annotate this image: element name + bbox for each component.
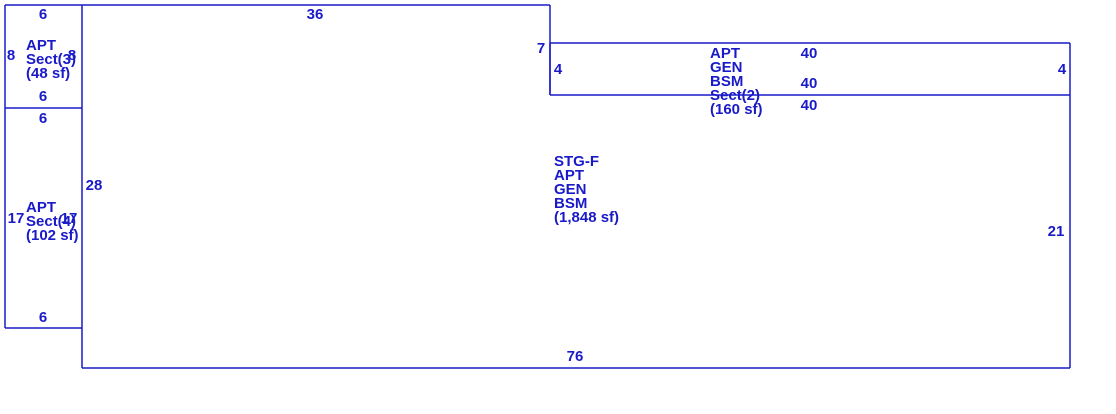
area-label-line: STG-F	[554, 153, 599, 170]
dim-sec3-left: 8	[7, 47, 15, 64]
dim-sec2-right: 4	[1058, 61, 1067, 78]
area-label-main: STG-F APT GEN BSM (1,848 sf)	[554, 153, 619, 226]
dim-sec3-bottom: 6	[39, 88, 47, 105]
dim-sec4-bottom: 6	[39, 309, 47, 326]
area-label-line: (48 sf)	[26, 65, 70, 82]
dim-sec3-top: 6	[39, 6, 47, 23]
area-label-line: GEN	[710, 59, 743, 76]
area-label-line: (102 sf)	[26, 227, 79, 244]
area-label-line: APT	[710, 45, 740, 62]
area-label-line: BSM	[710, 73, 743, 90]
dim-main-right: 21	[1048, 223, 1065, 240]
dim-sec2-left: 4	[554, 61, 563, 78]
area-label-line: (1,848 sf)	[554, 209, 619, 226]
dim-main-top: 36	[307, 6, 324, 23]
area-label-line: Sect(4)	[26, 213, 76, 230]
dim-sec2-mid: 40	[801, 75, 818, 92]
dim-main-step: 7	[537, 40, 545, 57]
dim-sec2-top: 40	[801, 45, 818, 62]
area-label-line: Sect(3)	[26, 51, 76, 68]
dim-sec4-right: 17	[61, 210, 78, 227]
area-label-sec3: APT Sect(3) (48 sf)	[26, 37, 80, 82]
area-label-line: APT	[554, 167, 584, 184]
dim-main-left: 28	[86, 177, 103, 194]
area-label-line: Sect(2)	[710, 87, 760, 104]
dim-main-bottom: 76	[567, 348, 584, 365]
dim-sec4-left: 17	[8, 210, 25, 227]
area-label-line: GEN	[554, 181, 587, 198]
dim-sec2-bottom: 40	[801, 97, 818, 114]
area-label-sec2: APT GEN BSM Sect(2) (160 sf)	[710, 45, 764, 118]
dim-sec3-right: 8	[68, 47, 76, 64]
area-label-sec4: APT Sect(4) (102 sf)	[26, 199, 80, 244]
area-label-line: (160 sf)	[710, 101, 763, 118]
area-label-line: BSM	[554, 195, 587, 212]
area-label-line: APT	[26, 37, 56, 54]
dim-sec4-top: 6	[39, 110, 47, 127]
sketch-outlines	[4, 4, 1071, 369]
area-label-line: APT	[26, 199, 56, 216]
